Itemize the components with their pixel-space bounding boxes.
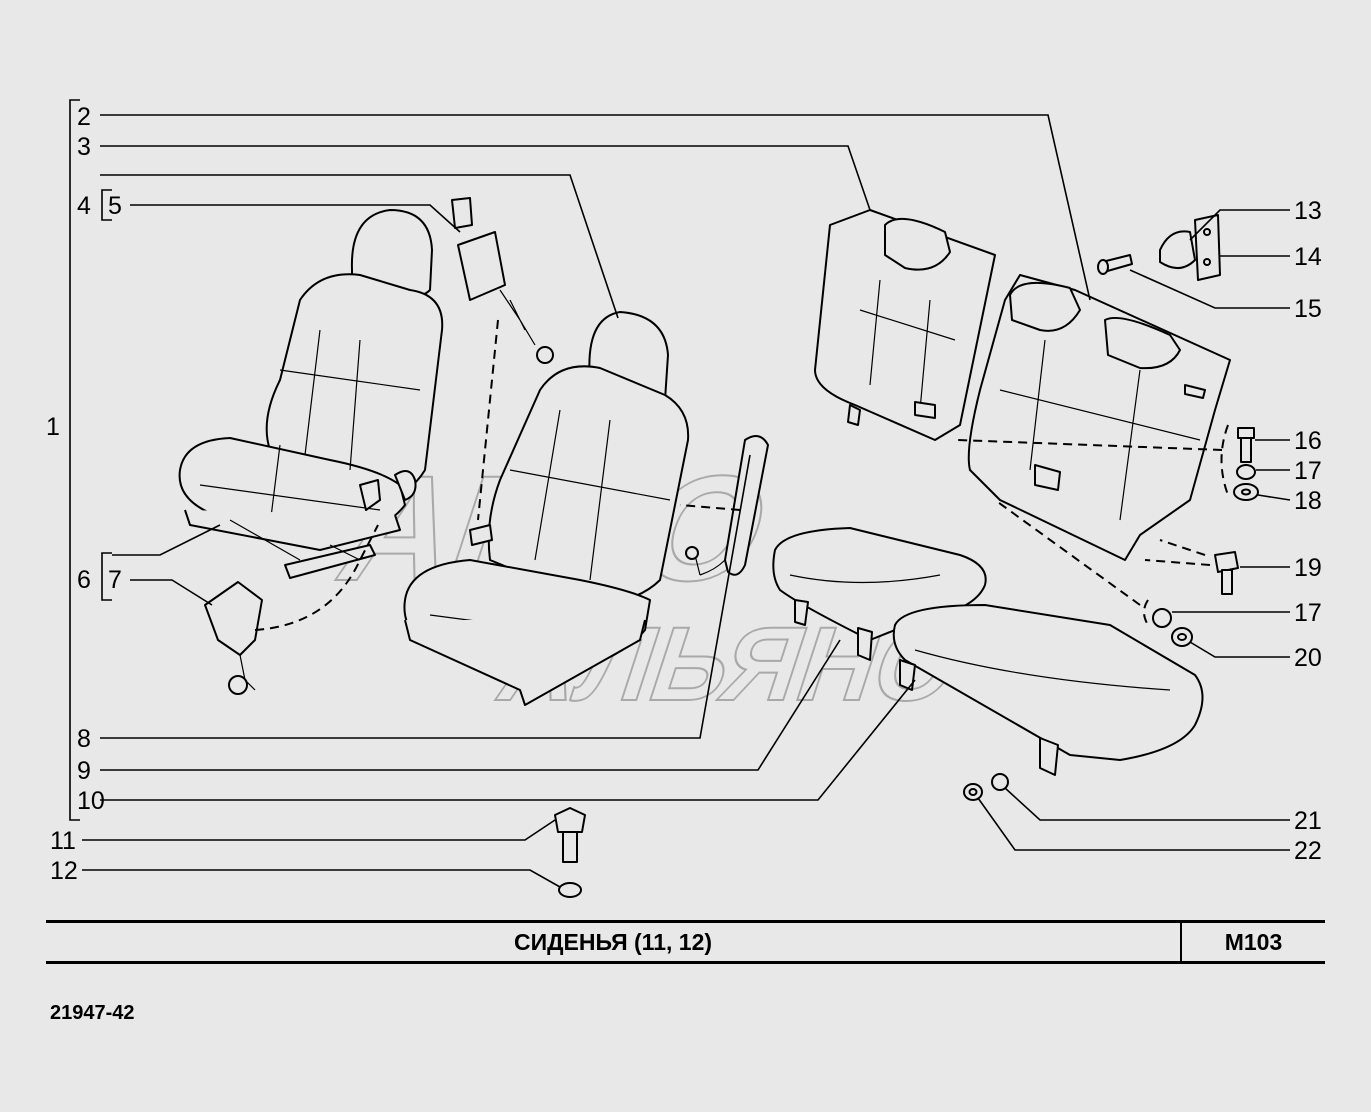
nut-17a (1236, 464, 1256, 480)
rear-backrest-small (814, 209, 996, 441)
callout-12: 12 (50, 857, 78, 885)
callout-17b: 17 (1294, 599, 1322, 627)
callout-20: 20 (1294, 644, 1322, 672)
callout-17a: 17 (1294, 457, 1322, 485)
callout-10: 10 (77, 787, 105, 815)
washer-18 (1233, 483, 1259, 501)
callout-22: 22 (1294, 837, 1322, 865)
assembly-lines (254, 319, 1229, 631)
rear-backrest-large (967, 274, 1231, 561)
bolt-16 (1237, 427, 1255, 463)
washer-12 (558, 882, 582, 898)
title-divider (1180, 923, 1182, 961)
bolt-11 (554, 807, 586, 863)
nut-21 (991, 773, 1009, 791)
front-seat-left (178, 209, 444, 579)
nut-20 (1171, 627, 1193, 647)
callout-labels: 1 2 3 4 5 6 7 8 9 10 11 12 13 14 15 16 1… (46, 103, 1322, 885)
callout-21: 21 (1294, 807, 1322, 835)
seat-belt-buckle (451, 197, 554, 364)
callout-8: 8 (77, 725, 91, 753)
screw-15 (1097, 254, 1133, 275)
sheet-code: M103 (1224, 929, 1283, 955)
leader-lines (69, 99, 1291, 888)
callout-18: 18 (1294, 487, 1322, 515)
bolt-19 (1214, 551, 1239, 595)
document-number: 21947-42 (50, 1002, 135, 1024)
callout-15: 15 (1294, 295, 1322, 323)
diagram-title: СИДЕНЬЯ (11, 12) (513, 929, 713, 955)
callout-13: 13 (1294, 197, 1322, 225)
callout-5: 5 (108, 192, 122, 220)
callout-1: 1 (46, 413, 60, 441)
callout-9: 9 (77, 757, 91, 785)
nut-17b (1152, 608, 1172, 628)
callout-6: 6 (77, 566, 91, 594)
front-seat-right (403, 311, 690, 706)
rear-cushion-large (892, 604, 1204, 776)
callout-14: 14 (1294, 243, 1322, 271)
callout-2: 2 (77, 103, 91, 131)
callout-11: 11 (50, 827, 76, 855)
callout-4: 4 (77, 192, 91, 220)
callout-7: 7 (108, 566, 122, 594)
nut-22 (963, 783, 983, 801)
seat-belt-lower-buckle (204, 581, 263, 695)
seat-latch (1159, 214, 1221, 281)
callout-19: 19 (1294, 554, 1322, 582)
callout-3: 3 (77, 133, 91, 161)
title-block: СИДЕНЬЯ (11, 12) M103 (46, 920, 1325, 964)
callout-16: 16 (1294, 427, 1322, 455)
